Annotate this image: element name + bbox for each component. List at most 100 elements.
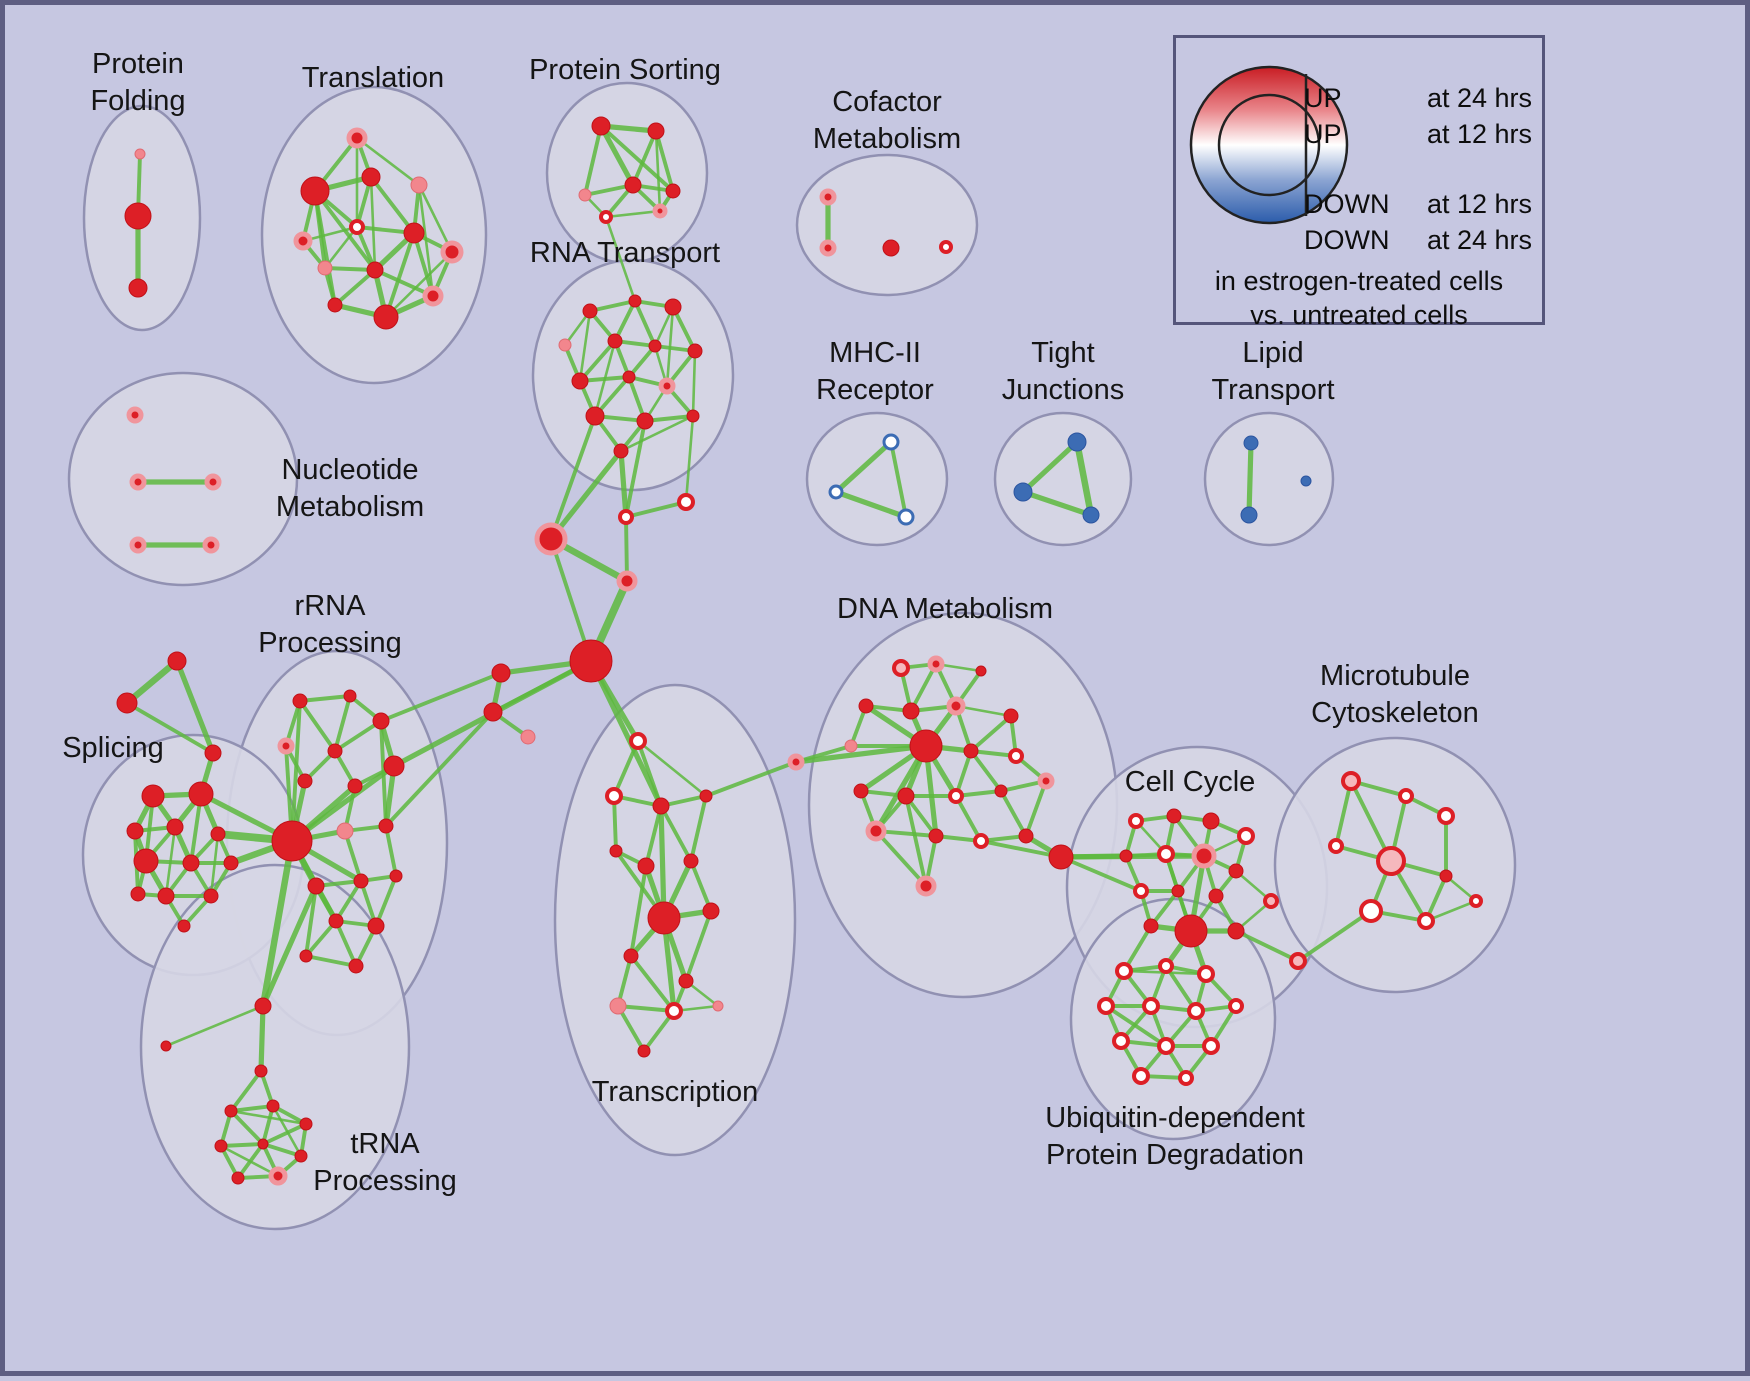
network-node-t5[interactable] <box>349 219 365 235</box>
network-node-cy4[interactable] <box>1119 849 1133 863</box>
network-node-x0[interactable] <box>629 732 647 750</box>
network-node-r5[interactable] <box>383 755 405 777</box>
network-node-x8[interactable] <box>702 902 720 920</box>
network-node-lt1[interactable] <box>1300 475 1312 487</box>
network-node-sp2[interactable] <box>126 822 144 840</box>
network-node-cy7[interactable] <box>1228 863 1244 879</box>
network-node-r9[interactable] <box>336 822 354 840</box>
network-node-d11[interactable] <box>853 783 869 799</box>
network-node-cy10[interactable] <box>1208 888 1224 904</box>
network-node-tr5[interactable] <box>299 1117 313 1131</box>
network-node-d5[interactable] <box>946 696 966 716</box>
network-node-sp1[interactable] <box>188 781 214 807</box>
network-node-u5[interactable] <box>1187 1002 1205 1020</box>
network-node-x5[interactable] <box>637 857 655 875</box>
network-node-x11[interactable] <box>609 997 627 1015</box>
network-node-cy11[interactable] <box>1174 914 1208 948</box>
network-node-t9[interactable] <box>366 261 384 279</box>
network-node-d19[interactable] <box>915 875 937 897</box>
network-node-ps3[interactable] <box>624 176 642 194</box>
network-node-r14[interactable] <box>328 913 344 929</box>
network-node-cy9[interactable] <box>1171 884 1185 898</box>
network-node-u2[interactable] <box>1197 965 1215 983</box>
network-node-rt3[interactable] <box>558 338 572 352</box>
network-node-c4[interactable] <box>569 639 613 683</box>
network-node-ps2[interactable] <box>578 188 592 202</box>
network-node-cy14[interactable] <box>1263 893 1279 909</box>
network-node-cy13[interactable] <box>1143 918 1159 934</box>
network-node-mt2[interactable] <box>1437 807 1455 825</box>
network-node-lt0[interactable] <box>1243 435 1259 451</box>
network-node-cm3[interactable] <box>939 240 953 254</box>
network-node-sp8[interactable] <box>157 887 175 905</box>
network-node-f1[interactable] <box>116 692 138 714</box>
network-node-c6[interactable] <box>483 702 503 722</box>
network-node-x2[interactable] <box>652 797 670 815</box>
network-node-ps4[interactable] <box>665 183 681 199</box>
network-node-rt0[interactable] <box>582 303 598 319</box>
network-node-ps6[interactable] <box>652 203 668 219</box>
network-node-mt5[interactable] <box>1439 869 1453 883</box>
network-node-ps0[interactable] <box>591 116 611 136</box>
network-node-tr1[interactable] <box>160 1040 172 1052</box>
network-node-rt9[interactable] <box>658 377 676 395</box>
network-node-r0[interactable] <box>292 693 308 709</box>
network-node-mt1[interactable] <box>1398 788 1414 804</box>
network-node-d17[interactable] <box>928 828 944 844</box>
network-node-t8[interactable] <box>317 260 333 276</box>
network-node-nm3[interactable] <box>129 536 147 554</box>
network-node-f0[interactable] <box>167 651 187 671</box>
network-node-t4[interactable] <box>293 231 313 251</box>
network-node-f2[interactable] <box>204 744 222 762</box>
network-node-x12[interactable] <box>665 1002 683 1020</box>
network-node-t7[interactable] <box>440 240 464 264</box>
network-node-d14[interactable] <box>994 784 1008 798</box>
network-node-x3[interactable] <box>699 789 713 803</box>
network-node-t11[interactable] <box>373 304 399 330</box>
network-node-mt8[interactable] <box>1469 894 1483 908</box>
network-node-tr6[interactable] <box>214 1139 228 1153</box>
network-node-r10[interactable] <box>378 818 394 834</box>
network-node-d1[interactable] <box>927 655 945 673</box>
network-node-c7[interactable] <box>520 729 536 745</box>
network-node-t6[interactable] <box>403 222 425 244</box>
network-node-t10[interactable] <box>327 297 343 313</box>
network-node-cy8[interactable] <box>1133 883 1149 899</box>
network-node-d6[interactable] <box>1003 708 1019 724</box>
network-node-x10[interactable] <box>678 973 694 989</box>
network-node-rt10[interactable] <box>585 406 605 426</box>
network-node-sp10[interactable] <box>177 919 191 933</box>
network-node-t2[interactable] <box>361 167 381 187</box>
network-node-cy12[interactable] <box>1227 922 1245 940</box>
network-node-m1[interactable] <box>828 484 844 500</box>
network-node-nm4[interactable] <box>202 536 220 554</box>
network-node-cm1[interactable] <box>819 239 837 257</box>
network-node-cy1[interactable] <box>1166 808 1182 824</box>
network-node-cy5[interactable] <box>1157 845 1175 863</box>
network-node-ps5[interactable] <box>599 210 613 224</box>
network-node-c5[interactable] <box>491 663 511 683</box>
network-node-u1[interactable] <box>1158 958 1174 974</box>
network-node-r17[interactable] <box>348 958 364 974</box>
network-node-m0[interactable] <box>882 433 900 451</box>
network-node-tr10[interactable] <box>268 1166 288 1186</box>
network-node-rt13[interactable] <box>613 443 629 459</box>
network-node-rt5[interactable] <box>648 339 662 353</box>
network-node-rt12[interactable] <box>686 409 700 423</box>
network-node-x9[interactable] <box>623 948 639 964</box>
network-node-d12[interactable] <box>897 787 915 805</box>
network-node-t0[interactable] <box>346 127 368 149</box>
network-node-rt8[interactable] <box>622 370 636 384</box>
network-node-d10[interactable] <box>1008 748 1024 764</box>
network-node-cc0[interactable] <box>1048 844 1074 870</box>
network-node-rt11[interactable] <box>636 412 654 430</box>
network-node-mt0[interactable] <box>1341 771 1361 791</box>
network-node-mt9[interactable] <box>1289 952 1307 970</box>
network-node-x6[interactable] <box>683 853 699 869</box>
network-node-tr2[interactable] <box>254 1064 268 1078</box>
network-node-rt1[interactable] <box>628 294 642 308</box>
network-node-t12[interactable] <box>422 285 444 307</box>
network-node-x4[interactable] <box>609 844 623 858</box>
network-node-u10[interactable] <box>1132 1067 1150 1085</box>
network-node-rt7[interactable] <box>571 372 589 390</box>
